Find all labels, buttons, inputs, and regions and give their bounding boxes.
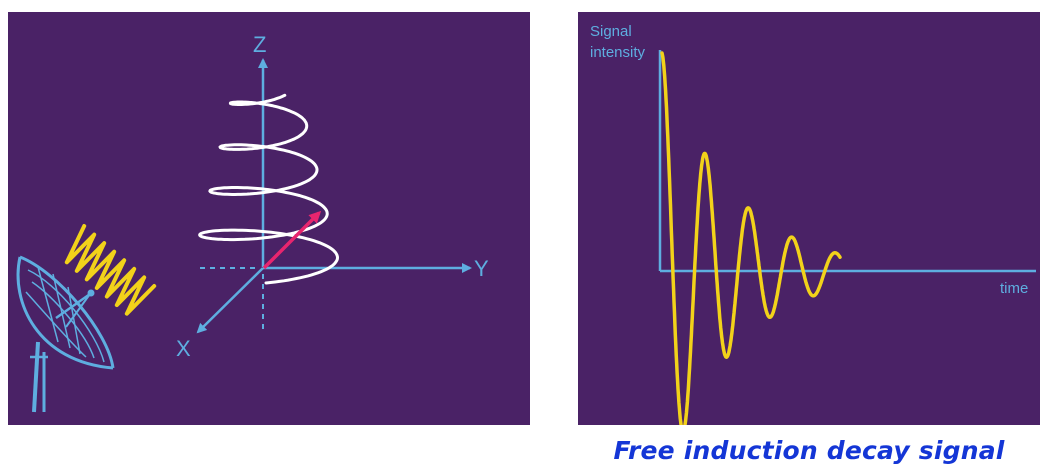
figure-caption: Free induction decay signal: [613, 436, 1005, 465]
y-axis-label: Y: [474, 256, 489, 281]
fid-curve: [660, 51, 842, 425]
z-axis-label: Z: [253, 32, 266, 57]
precession-svg: Z Y X: [8, 12, 530, 425]
time-axis-label: time: [1000, 280, 1028, 297]
signal-axis-label-line1: Signal: [590, 23, 632, 40]
precession-diagram: Z Y X: [8, 12, 530, 425]
precession-background: [8, 12, 530, 425]
precession-spiral: [198, 93, 340, 285]
fid-background: [578, 12, 1040, 425]
rf-wave-icon: [64, 224, 157, 316]
fid-svg: Signal intensity time: [578, 12, 1040, 425]
magnetization-vector: [262, 210, 322, 270]
x-axis-label: X: [176, 336, 191, 361]
x-axis: [196, 267, 264, 334]
signal-axis-label-line2: intensity: [590, 44, 646, 61]
fid-chart: Signal intensity time: [578, 12, 1040, 425]
satellite-dish-icon: [16, 255, 115, 413]
